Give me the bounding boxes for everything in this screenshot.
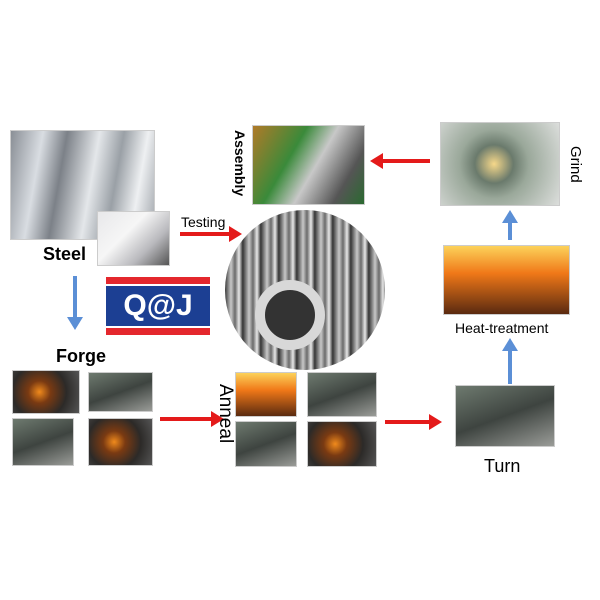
assembly-label: Assembly	[232, 130, 248, 197]
heat-treatment-label: Heat-treatment	[455, 320, 549, 336]
bearings-photo	[225, 210, 385, 370]
arrow-right-icon	[180, 226, 242, 242]
arrow-right-icon	[160, 411, 224, 427]
arrow-up-icon	[502, 338, 518, 384]
anneal-photo-4	[307, 421, 377, 467]
forge-photo-1	[12, 370, 80, 414]
grind-photo	[440, 122, 560, 206]
anneal-label: Anneal	[215, 384, 236, 444]
turn-label: Turn	[484, 456, 521, 476]
anneal-photo-2	[307, 372, 377, 417]
arrow-right-icon	[385, 414, 442, 430]
assembly-photo	[252, 125, 365, 205]
anneal-photo-3	[235, 421, 297, 467]
forge-photo-3	[12, 418, 74, 466]
forge-label: Forge	[56, 346, 107, 366]
testing-label: Testing	[181, 214, 226, 230]
testing-photo	[97, 211, 170, 266]
grind-label: Grind	[567, 146, 584, 183]
forge-photo-2	[88, 372, 153, 412]
turn-photo	[455, 385, 555, 447]
heat-treatment-photo	[443, 245, 570, 315]
arrow-up-icon	[502, 210, 518, 240]
forge-photo-4	[88, 418, 153, 466]
arrow-left-icon	[370, 153, 430, 169]
steel-label: Steel	[43, 244, 87, 264]
anneal-photo-1	[235, 372, 297, 417]
company-logo: Q@J	[106, 277, 210, 335]
arrow-down-icon	[67, 276, 83, 330]
